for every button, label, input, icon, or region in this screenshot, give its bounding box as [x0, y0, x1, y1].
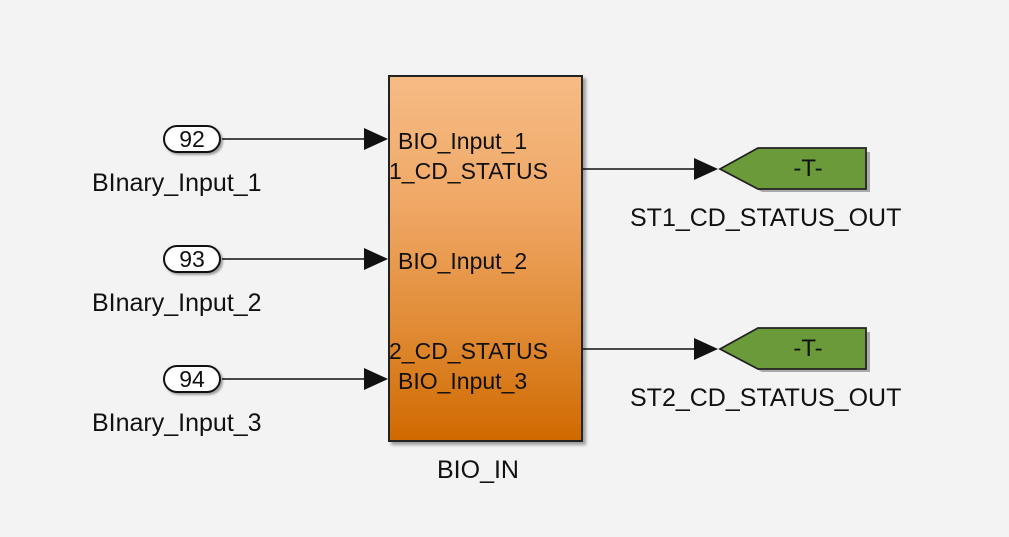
goto-tag-text-1: -T- — [793, 155, 822, 182]
goto-tag-text-2: -T- — [793, 335, 822, 362]
goto-label-1: ST1_CD_STATUS_OUT — [630, 204, 902, 232]
inport-number-1: 92 — [179, 125, 205, 152]
inport-number-2: 93 — [179, 245, 205, 272]
inport-block-2[interactable]: 93 — [163, 245, 221, 273]
arrowhead-input-1 — [364, 128, 388, 150]
subsystem-input-port-2: BIO_Input_2 — [398, 248, 528, 274]
inport-block-1[interactable]: 92 — [163, 125, 221, 153]
subsystem-output-port-2: 2_CD_STATUS — [389, 338, 548, 364]
inport-block-3[interactable]: 94 — [163, 365, 221, 393]
subsystem-name: BIO_IN — [437, 456, 519, 484]
inport-label-3: BInary_Input_3 — [92, 409, 262, 437]
subsystem-input-port-3: BIO_Input_3 — [398, 368, 528, 394]
goto-label-2: ST2_CD_STATUS_OUT — [630, 384, 902, 412]
arrowhead-input-3 — [364, 368, 388, 390]
arrowhead-output-1 — [694, 158, 718, 180]
inport-number-3: 94 — [179, 365, 205, 392]
subsystem-input-port-1: BIO_Input_1 — [398, 128, 528, 154]
inport-label-1: BInary_Input_1 — [92, 169, 262, 197]
arrowhead-input-2 — [364, 248, 388, 270]
subsystem-output-port-1: 1_CD_STATUS — [389, 158, 548, 184]
goto-block-2[interactable]: -T- — [718, 327, 870, 372]
inport-label-2: BInary_Input_2 — [92, 289, 262, 317]
subsystem-block[interactable] — [388, 75, 583, 442]
goto-block-1[interactable]: -T- — [718, 147, 870, 192]
arrowhead-output-2 — [694, 338, 718, 360]
